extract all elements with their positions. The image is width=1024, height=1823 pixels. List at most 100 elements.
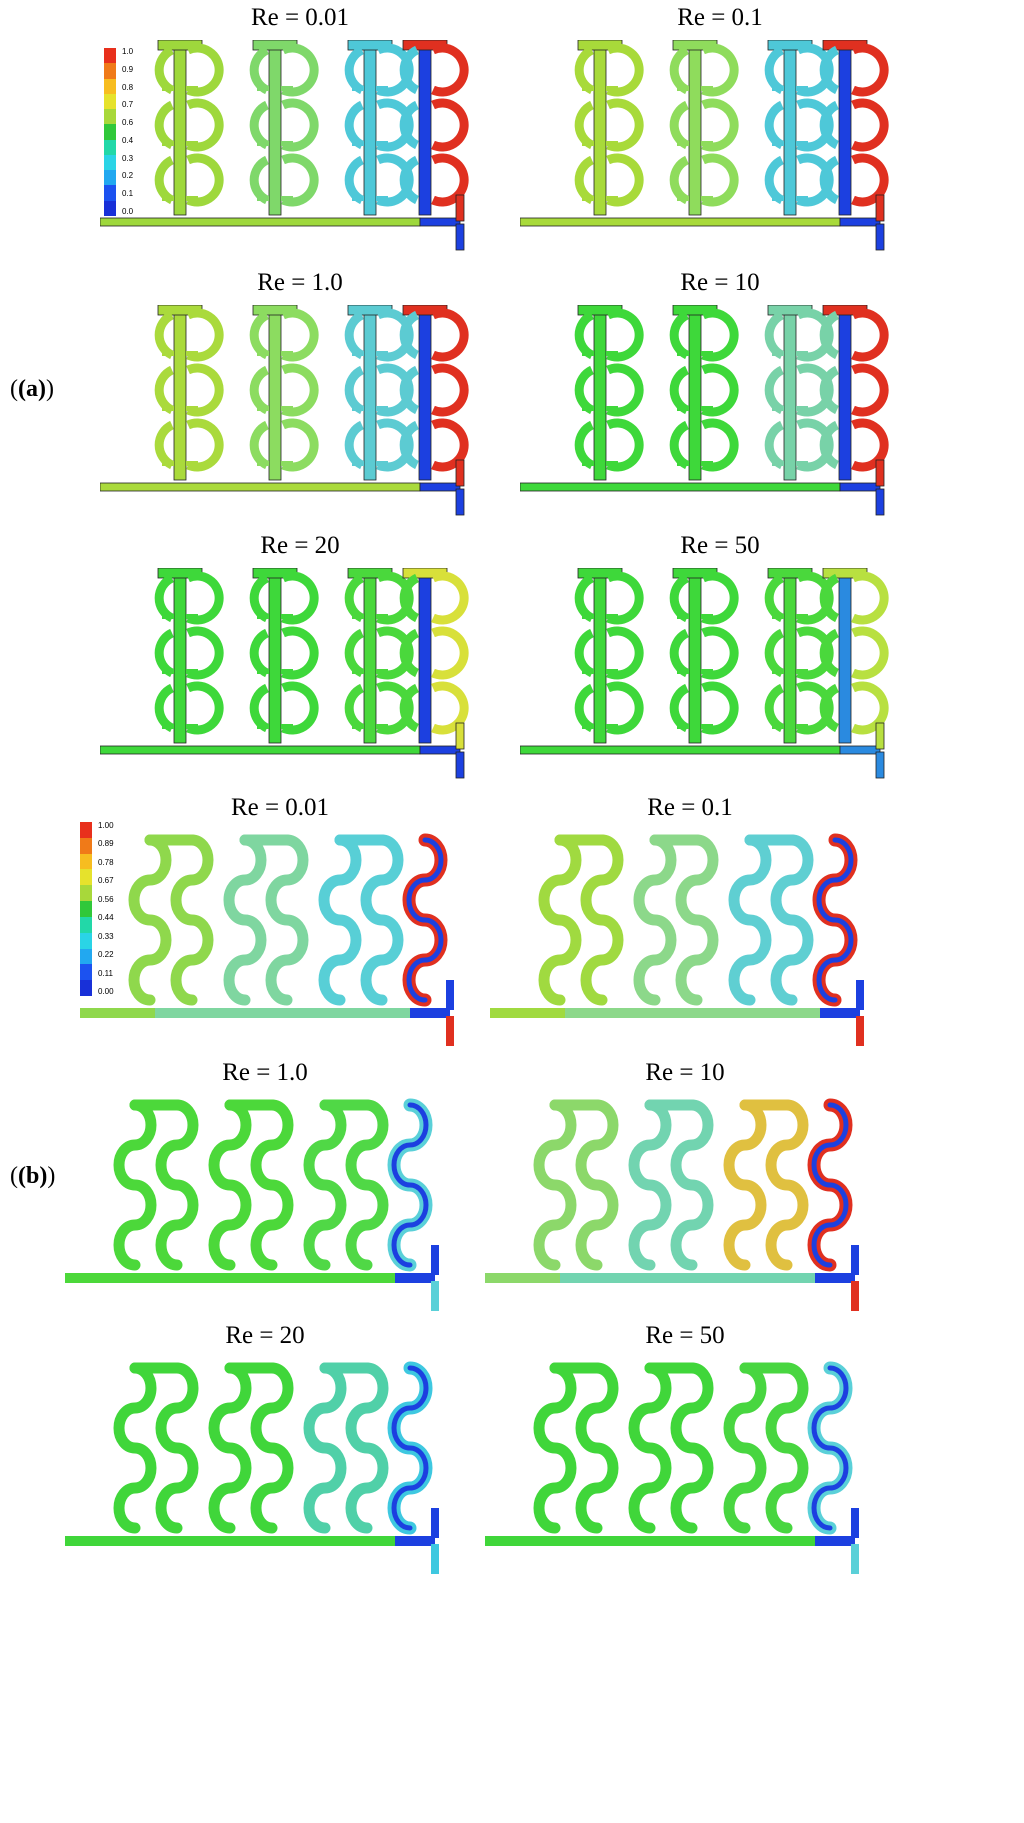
colorbar-tick-label: 0.44 <box>98 913 114 923</box>
colorbar-tick-label: 0.22 <box>98 950 114 960</box>
inlet-junction <box>395 1273 435 1283</box>
panel-a-4: Re = 10 <box>520 265 920 555</box>
mixer-column-4 <box>399 305 469 481</box>
colorbar-tick-label: 0.3 <box>122 153 134 163</box>
colorbar-tick-label: 0.67 <box>98 876 114 886</box>
inlet-junction <box>839 745 881 755</box>
panel-b-5: Re = 20 <box>65 1318 465 1608</box>
micromixer-contour <box>100 305 469 516</box>
mixer-column-1 <box>113 1099 199 1271</box>
outlet-channel <box>80 1008 155 1018</box>
mixer-column-1 <box>128 834 214 1006</box>
mixer-column-4 <box>402 833 448 1007</box>
panel-a-6: Re = 50 <box>520 528 920 818</box>
panel-title: Re = 10 <box>680 269 760 296</box>
mixer-column-1 <box>533 1362 619 1534</box>
colorbar-tick-label: 0.56 <box>98 894 114 904</box>
inlet-2 <box>455 223 465 251</box>
mixer-column-3 <box>764 568 834 744</box>
panel-title: Re = 20 <box>225 1322 305 1349</box>
inlet-2 <box>856 1016 864 1046</box>
outlet-channel <box>520 217 841 227</box>
mixer-column-2 <box>633 834 719 1006</box>
mixer-column-4 <box>387 1361 433 1535</box>
micromixer-contour <box>520 568 889 779</box>
mixer-column-2 <box>249 305 319 481</box>
panel-title: Re = 20 <box>260 532 340 559</box>
mixer-column-1 <box>574 305 644 481</box>
colorbar-tick-label: 0.2 <box>122 171 134 181</box>
group-label-b-text: (b) <box>18 1163 48 1189</box>
panel-title: Re = 0.01 <box>250 4 350 31</box>
inlet-junction <box>419 217 461 227</box>
inlet-2 <box>431 1281 439 1311</box>
inlet-1 <box>851 1245 859 1275</box>
colorbar-tick-label: 0.0 <box>122 207 134 216</box>
mixer-column-2 <box>208 1099 294 1271</box>
mixer-column-3 <box>344 305 414 481</box>
outlet-channel <box>490 1008 565 1018</box>
inlet-1 <box>455 459 465 487</box>
panel-b-2: Re = 0.1 <box>490 790 890 1080</box>
colorbar <box>80 822 92 996</box>
outlet-channel <box>520 482 841 492</box>
mixer-column-2 <box>249 40 319 216</box>
group-label-a: ((a)) <box>10 376 54 402</box>
mixer-column-2 <box>223 834 309 1006</box>
mixer-column-4 <box>807 1361 853 1535</box>
mixer-column-2 <box>669 568 739 744</box>
mixer-column-1 <box>538 834 624 1006</box>
panel-a-1: Re = 0.01 <box>100 0 500 290</box>
micromixer-contour <box>520 40 889 251</box>
mixer-column-3 <box>303 1099 389 1271</box>
colorbar-tick-label: 0.89 <box>98 839 114 849</box>
micromixer-contour <box>485 1098 859 1311</box>
colorbar-tick-label: 0.9 <box>122 64 134 74</box>
colorbar-tick-label: 0.4 <box>122 135 134 145</box>
panel-b-1: Re = 0.01 <box>80 790 480 1080</box>
mixer-column-4 <box>819 40 889 216</box>
mixer-column-2 <box>628 1362 714 1534</box>
panel-title: Re = 10 <box>645 1059 725 1086</box>
inlet-1 <box>851 1508 859 1538</box>
inlet-junction <box>815 1536 855 1546</box>
colorbar-tick-label: 0.11 <box>98 968 113 978</box>
outlet-channel <box>100 482 421 492</box>
mixer-column-1 <box>574 568 644 744</box>
inlet-1 <box>455 722 465 750</box>
mixer-column-4 <box>812 833 858 1007</box>
micromixer-contour <box>80 833 454 1046</box>
inlet-junction <box>395 1536 435 1546</box>
mixer-column-4 <box>807 1098 853 1272</box>
colorbar-tick-label: 0.7 <box>122 100 134 110</box>
inlet-junction <box>410 1008 450 1018</box>
inlet-2 <box>455 751 465 779</box>
inlet-1 <box>875 194 885 222</box>
inlet-2 <box>875 488 885 516</box>
inlet-junction <box>815 1273 855 1283</box>
micromixer-contour <box>100 568 469 779</box>
inlet-junction <box>419 482 461 492</box>
outlet-channel <box>485 1536 560 1546</box>
mixer-column-3 <box>764 40 834 216</box>
panel-title: Re = 1.0 <box>222 1059 308 1086</box>
mixer-column-1 <box>154 305 224 481</box>
panel-title: Re = 50 <box>680 532 760 559</box>
panel-b-6: Re = 50 <box>485 1318 885 1608</box>
colorbar-tick-label: 0.8 <box>122 82 134 92</box>
group-label-a-text: (a) <box>18 376 46 402</box>
inlet-junction <box>419 745 461 755</box>
mixer-column-4 <box>819 305 889 481</box>
colorbar-tick-label: 1.00 <box>98 821 114 830</box>
mixer-column-4 <box>819 568 889 744</box>
inlet-1 <box>875 722 885 750</box>
micromixer-contour <box>490 833 864 1046</box>
inlet-1 <box>431 1508 439 1538</box>
micromixer-contour <box>485 1361 859 1574</box>
mixer-column-3 <box>303 1362 389 1534</box>
inlet-junction <box>839 217 881 227</box>
inlet-1 <box>446 980 454 1010</box>
mixer-column-1 <box>154 568 224 744</box>
panel-title: Re = 0.01 <box>230 794 330 821</box>
mixer-column-3 <box>344 40 414 216</box>
